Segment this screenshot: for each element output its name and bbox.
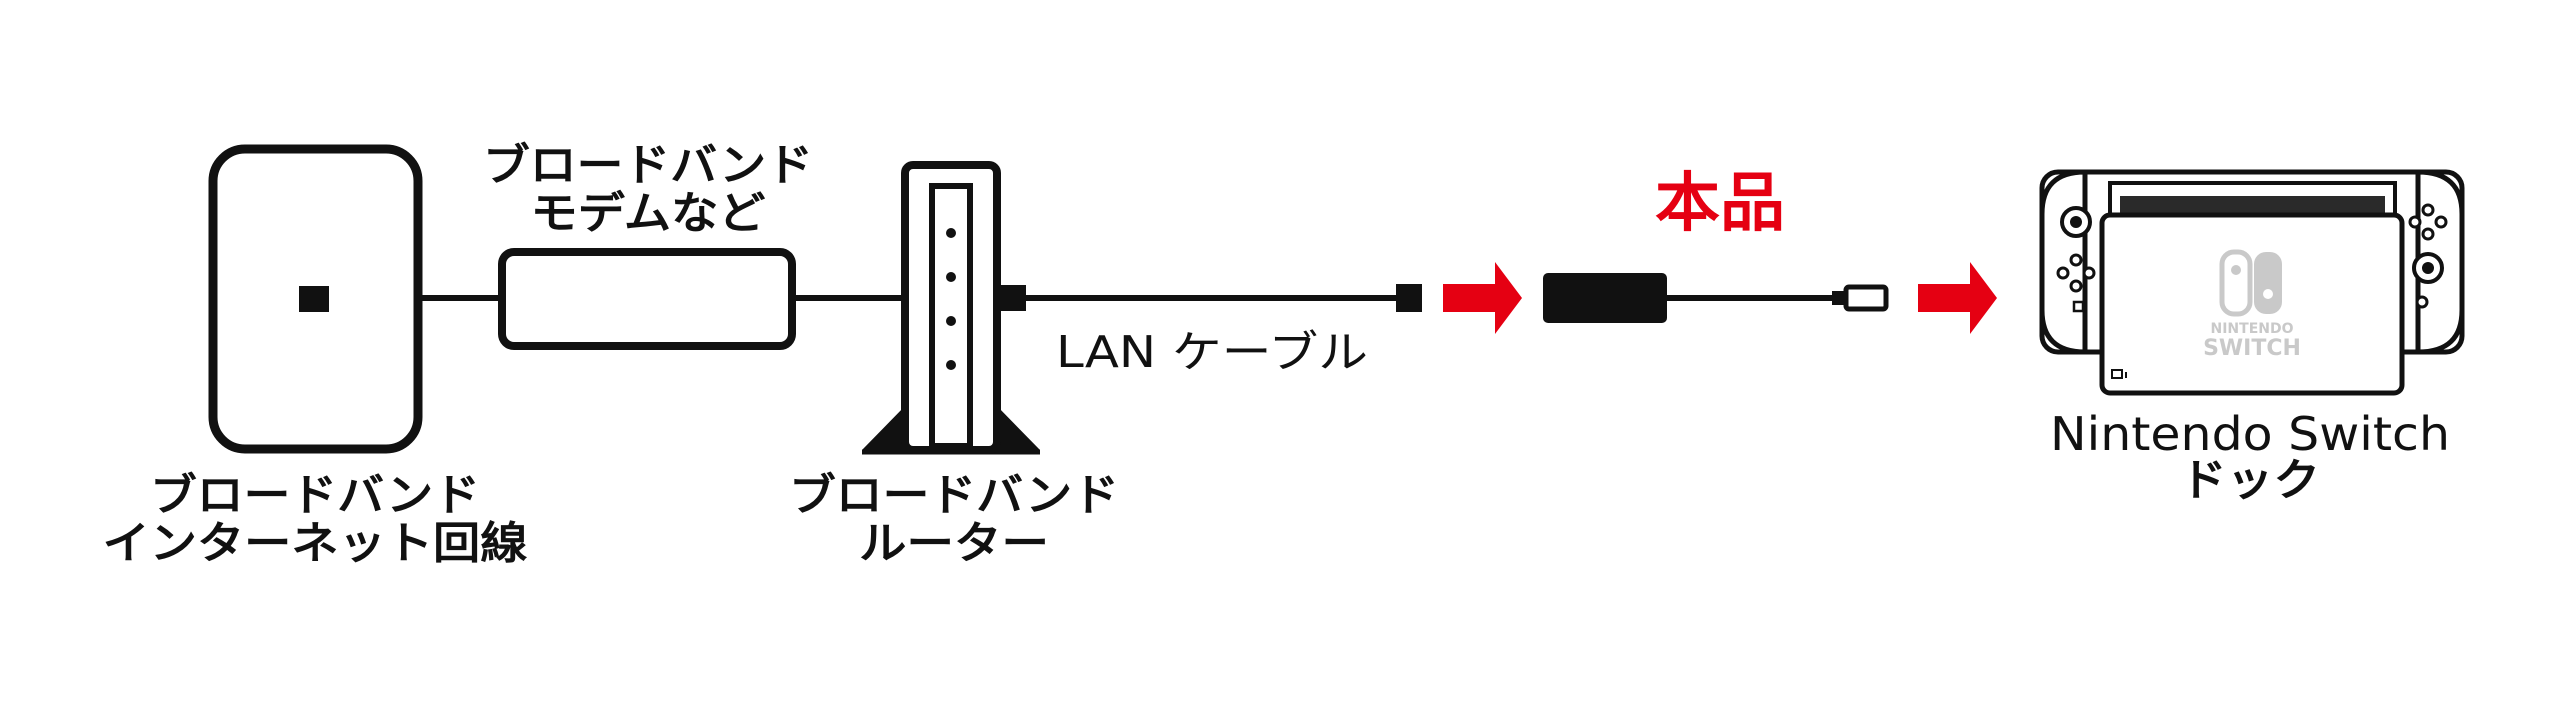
lan-cable-plug-icon [1396, 284, 1422, 312]
internet-line-label-2: インターネット回線 [103, 518, 528, 569]
internet-line-label-1: ブロードバンド [150, 470, 480, 521]
modem-label-2: モデムなど [531, 188, 766, 239]
router-icon [862, 161, 1040, 455]
switch-dock-icon: NINTENDO SWITCH [2039, 169, 2465, 396]
router-label-1: ブロードバンド [789, 470, 1119, 521]
tv-indicator-icon [2111, 369, 2127, 379]
dock-label-2: ドック [2180, 455, 2320, 506]
dock-logo-line-1: NINTENDO [2211, 321, 2294, 337]
dock-logo-line-2: SWITCH [2203, 336, 2301, 361]
lan-adapter-icon [1543, 273, 1889, 323]
arrow-right-icon [1918, 262, 1997, 334]
nintendo-switch-logo-icon [2219, 249, 2282, 317]
lan-cable-label: LAN ケーブル [1056, 327, 1368, 378]
router-label-2: ルーター [859, 518, 1049, 569]
modem-icon [498, 248, 796, 350]
arrow-right-icon [1443, 262, 1522, 334]
product-label: 本品 [1655, 167, 1785, 241]
dock-label-1: Nintendo Switch [2050, 407, 2450, 461]
internet-wall-outlet-icon [208, 144, 423, 454]
modem-label-1: ブロードバンド [483, 140, 813, 191]
